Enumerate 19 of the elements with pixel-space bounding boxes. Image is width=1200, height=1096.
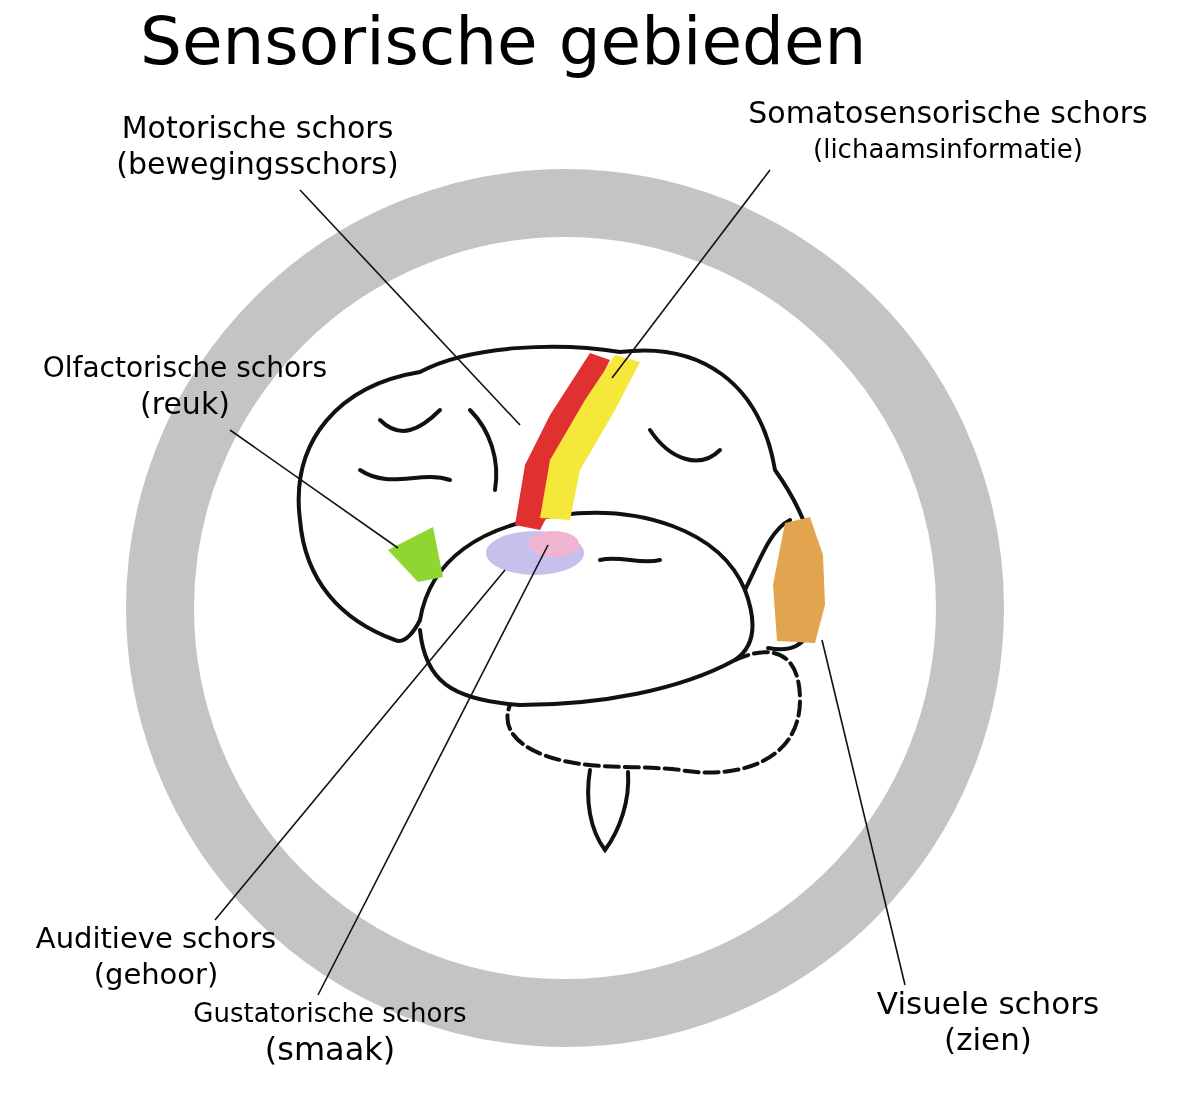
region-label: Auditieve schors <box>35 920 277 956</box>
region-label: (reuk) <box>140 386 230 422</box>
region-label: (gehoor) <box>93 956 219 992</box>
leader-line <box>229 429 399 549</box>
region-label: Gustatorische schors <box>193 997 467 1030</box>
region-label: Somatosensorische schors <box>748 95 1148 131</box>
region-label: (zien) <box>944 1021 1032 1057</box>
region-label: (smaak) <box>264 1031 396 1067</box>
leader-line <box>611 169 771 379</box>
region-label: Olfactorische schors <box>42 350 328 386</box>
region-label: Visuele schors <box>876 985 1100 1021</box>
leader-line <box>299 189 521 426</box>
region-label: (lichaamsinformatie) <box>813 133 1083 166</box>
leader-line <box>821 639 906 986</box>
leader-line <box>214 569 506 921</box>
title: Sensorische gebieden <box>140 2 867 82</box>
region-label: (bewegingsschors) <box>116 146 399 182</box>
leader-line <box>317 544 549 996</box>
region-label: Motorische schors <box>121 110 394 146</box>
